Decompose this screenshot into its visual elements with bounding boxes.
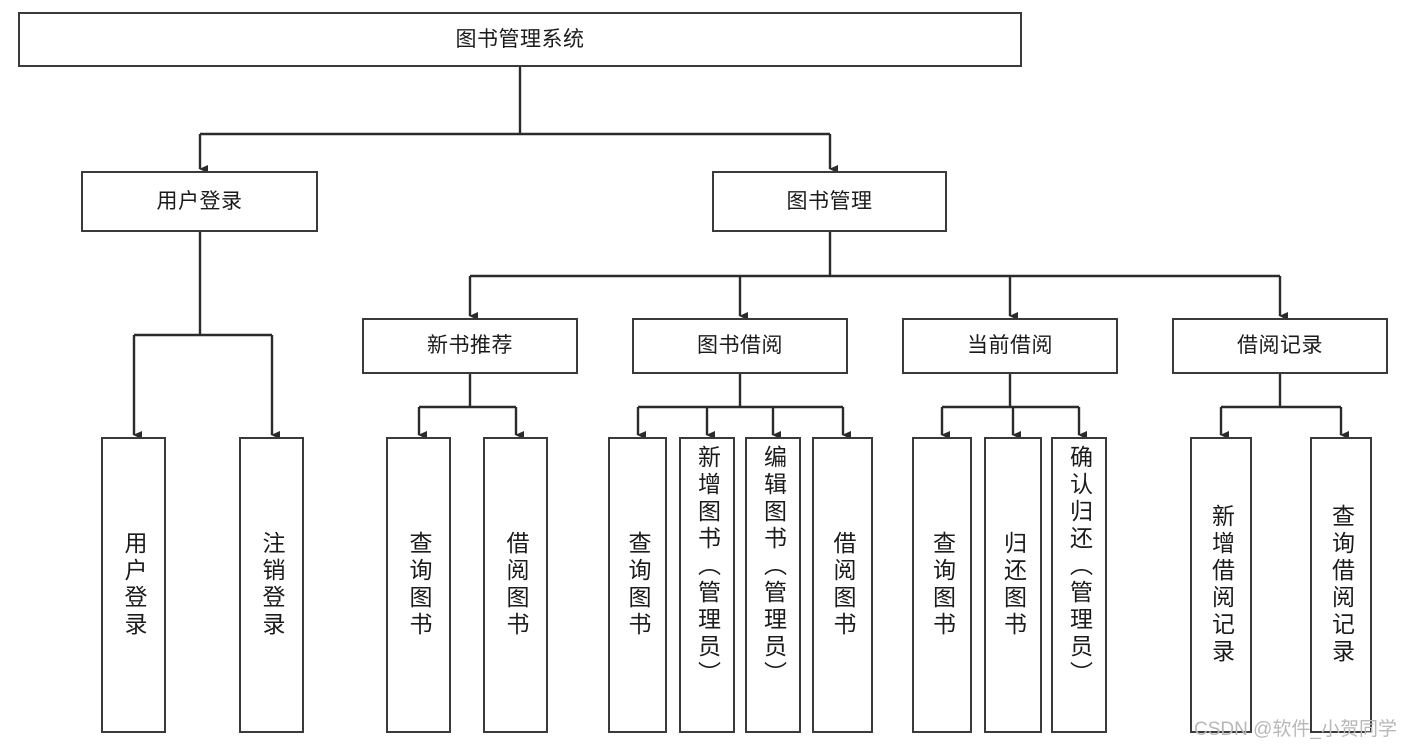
node-leaf-add-borrow-record[interactable]: 新增借阅记录 (1190, 437, 1252, 733)
node-label-leaf-query-book-2: 查询图书 (625, 531, 651, 639)
node-new-book-recommend[interactable]: 新书推荐 (362, 318, 578, 374)
node-current-borrow[interactable]: 当前借阅 (902, 318, 1118, 374)
node-leaf-user-logout[interactable]: 注销登录 (239, 437, 304, 733)
node-label-book-manage: 图书管理 (786, 189, 873, 213)
node-leaf-query-book-1[interactable]: 查询图书 (386, 437, 451, 733)
node-leaf-confirm-return-admin[interactable]: 确认归还（管理员） (1051, 437, 1107, 733)
watermark-text: CSDN @软件_小贺同学 (1194, 719, 1397, 740)
node-user-login[interactable]: 用户登录 (81, 171, 318, 232)
node-label-new-book-recommend: 新书推荐 (427, 334, 513, 358)
node-label-leaf-add-book-admin: 新增图书（管理员） (694, 445, 721, 688)
node-label-leaf-confirm-return-admin: 确认归还（管理员） (1066, 445, 1093, 688)
node-label-leaf-add-borrow-record: 新增借阅记录 (1208, 504, 1235, 666)
node-label-user-login: 用户登录 (156, 189, 243, 213)
node-label-leaf-query-book-1: 查询图书 (406, 531, 432, 639)
node-label-leaf-edit-book-admin: 编辑图书（管理员） (760, 445, 787, 688)
node-leaf-query-book-3[interactable]: 查询图书 (912, 437, 972, 733)
node-book-manage[interactable]: 图书管理 (712, 171, 947, 232)
connector-lines (132, 67, 1349, 439)
node-leaf-borrow-book-2[interactable]: 借阅图书 (812, 437, 873, 733)
node-label-leaf-borrow-book-2: 借阅图书 (830, 531, 856, 639)
node-label-borrow-record: 借阅记录 (1237, 334, 1323, 358)
node-label-leaf-query-book-3: 查询图书 (929, 531, 956, 639)
node-label-leaf-user-logout: 注销登录 (259, 531, 285, 639)
node-book-borrow[interactable]: 图书借阅 (632, 318, 848, 374)
node-borrow-record[interactable]: 借阅记录 (1172, 318, 1388, 374)
node-label-leaf-user-login: 用户登录 (121, 531, 147, 639)
node-label-leaf-query-borrow-record: 查询借阅记录 (1328, 504, 1355, 666)
node-leaf-return-book[interactable]: 归还图书 (984, 437, 1042, 733)
node-label-root: 图书管理系统 (455, 27, 585, 51)
node-leaf-query-book-2[interactable]: 查询图书 (608, 437, 667, 733)
node-label-current-borrow: 当前借阅 (967, 334, 1053, 358)
node-leaf-add-book-admin[interactable]: 新增图书（管理员） (679, 437, 735, 733)
node-leaf-edit-book-admin[interactable]: 编辑图书（管理员） (745, 437, 801, 733)
node-label-book-borrow: 图书借阅 (697, 334, 783, 358)
node-label-leaf-borrow-book-1: 借阅图书 (503, 531, 529, 639)
node-leaf-user-login[interactable]: 用户登录 (101, 437, 166, 733)
node-leaf-borrow-book-1[interactable]: 借阅图书 (483, 437, 548, 733)
node-leaf-query-borrow-record[interactable]: 查询借阅记录 (1310, 437, 1372, 733)
node-label-leaf-return-book: 归还图书 (1000, 531, 1027, 639)
node-root[interactable]: 图书管理系统 (18, 12, 1022, 67)
